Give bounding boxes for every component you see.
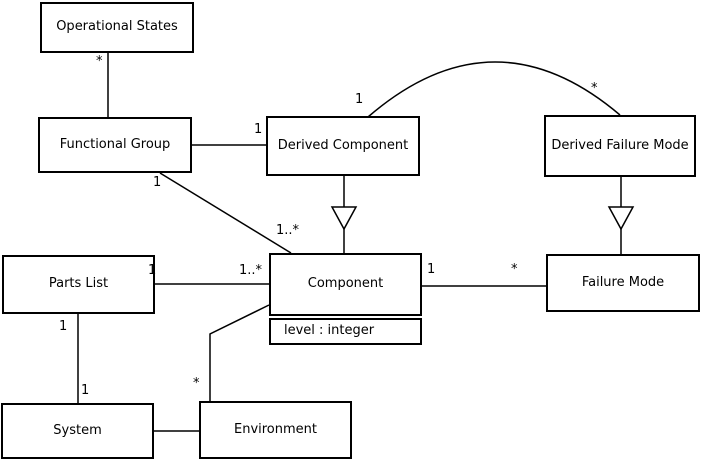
generalization-arrow-failuremode [607, 206, 635, 231]
node-operational-states: Operational States [40, 2, 194, 53]
node-parts-list: Parts List [2, 255, 155, 314]
node-system: System [1, 403, 154, 459]
node-environment: Environment [199, 401, 352, 459]
multiplicity-environment-star: * [193, 376, 200, 391]
node-derived-component: Derived Component [266, 116, 420, 176]
node-derived-failure-mode: Derived Failure Mode [544, 115, 696, 177]
node-component-attribute: level : integer [284, 323, 375, 339]
node-failure-mode-label: Failure Mode [581, 274, 665, 290]
generalization-arrow-component [330, 206, 358, 231]
node-component-label: Component [307, 276, 384, 292]
node-component: Component [269, 253, 422, 316]
multiplicity-derivedcomponent-one: 1 [254, 122, 263, 137]
node-functional-group: Functional Group [38, 117, 192, 173]
edge-functionalgroup-component [159, 172, 292, 254]
multiplicity-component-onestar-diagonal: 1..* [276, 223, 300, 238]
edge-derivedcomponent-derivedfailuremode-arc [367, 61, 621, 118]
node-operational-states-label: Operational States [56, 19, 178, 35]
node-parts-list-label: Parts List [48, 276, 109, 292]
edge-environment-component [209, 304, 270, 401]
node-environment-label: Environment [233, 421, 317, 437]
multiplicity-functionalgroup-one: 1 [153, 175, 162, 190]
multiplicity-arc-one: 1 [355, 92, 364, 107]
multiplicity-component-one-right: 1 [427, 262, 436, 277]
node-failure-mode: Failure Mode [546, 254, 700, 312]
multiplicity-partslist-one: 1 [148, 263, 157, 278]
multiplicity-failuremode-star: * [511, 262, 518, 277]
node-system-label: System [53, 422, 102, 438]
node-component-attribute-compartment: level : integer [269, 318, 422, 345]
multiplicity-partslist-system-top: 1 [59, 319, 68, 334]
node-derived-component-label: Derived Component [277, 137, 409, 153]
multiplicity-opstates-star: * [96, 54, 103, 69]
multiplicity-component-onestar-left: 1..* [239, 263, 263, 278]
node-functional-group-label: Functional Group [59, 136, 171, 152]
multiplicity-partslist-system-bottom: 1 [81, 383, 90, 398]
node-derived-failure-mode-label: Derived Failure Mode [551, 137, 689, 153]
multiplicity-arc-star: * [591, 81, 598, 96]
